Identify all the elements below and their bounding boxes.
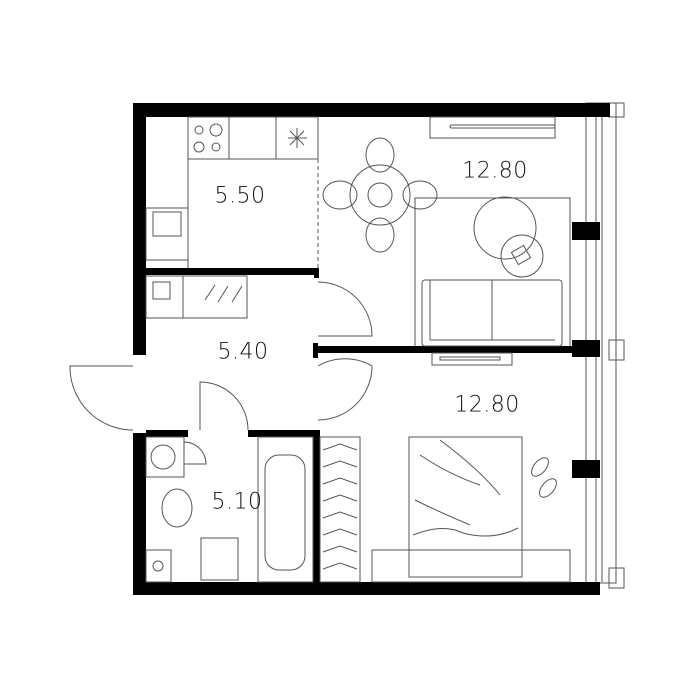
hangers-icon <box>322 443 358 570</box>
room-area-living-room: 12.80 <box>462 158 528 184</box>
room-area-hallway: 5.40 <box>217 339 269 365</box>
armchair-icon <box>500 234 544 278</box>
door-bedroom-icon <box>317 358 373 421</box>
washer-icon <box>152 211 182 237</box>
room-area-bedroom: 12.80 <box>454 392 520 418</box>
tv-icon <box>449 124 556 129</box>
entrance-door-icon <box>69 365 134 431</box>
boiler-icon <box>150 444 176 470</box>
bathroom-fixtures <box>145 436 314 583</box>
walls <box>133 103 610 595</box>
sink-star-icon <box>288 128 307 148</box>
bedroom-furniture <box>319 352 571 583</box>
room-area-kitchen: 5.50 <box>214 183 266 209</box>
tv-bedroom-icon <box>439 356 501 361</box>
rug-icon <box>473 196 537 260</box>
door-kitchen-icon <box>317 281 373 337</box>
stove-burner-icon <box>194 125 204 135</box>
bathtub-icon <box>264 454 306 571</box>
toilet-icon <box>161 488 193 528</box>
sink-icon <box>200 537 239 581</box>
coat-hooks-icon <box>204 284 243 303</box>
living-furniture <box>322 116 571 347</box>
door-bathroom-icon <box>199 381 249 431</box>
dining-table-icon <box>349 164 411 226</box>
kitchen-furniture <box>145 116 319 268</box>
hallway-furniture <box>69 275 373 431</box>
slippers-icon <box>531 457 557 498</box>
wardrobe-icon <box>319 436 361 583</box>
room-area-bathroom: 5.10 <box>211 489 263 515</box>
bed-icon <box>408 436 523 578</box>
washing-machine-icon <box>145 549 172 583</box>
